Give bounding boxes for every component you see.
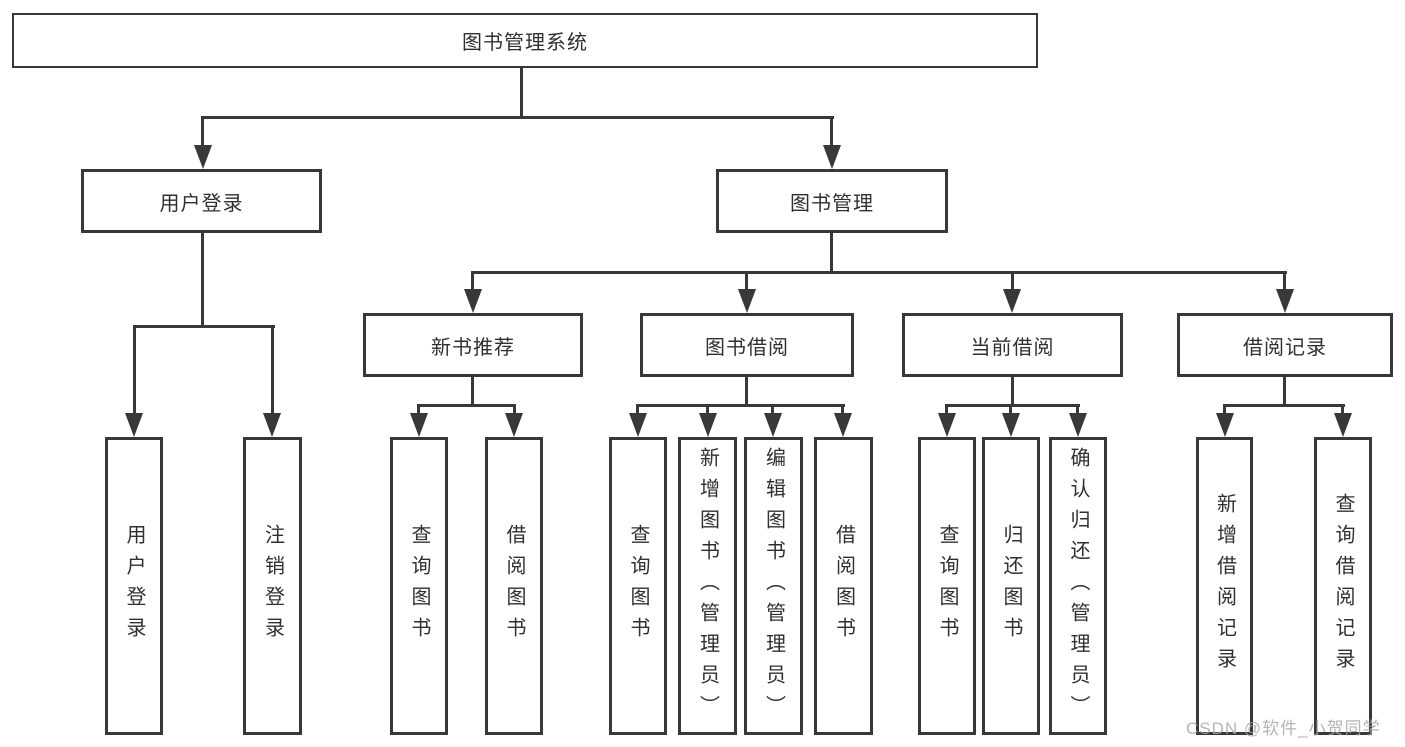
connector-line — [745, 271, 748, 293]
leaf-node-label: 新增借阅记录 — [1213, 493, 1236, 679]
arrow-down-icon — [764, 413, 782, 437]
leaf-node-return-books: 归还图书 — [982, 437, 1040, 735]
group-node-label: 借阅记录 — [1243, 336, 1327, 359]
connector-line — [636, 404, 845, 407]
connector-line — [1283, 271, 1286, 293]
arrow-down-icon — [410, 413, 428, 437]
branch-node-label: 用户登录 — [159, 192, 244, 215]
branch-node-user-login: 用户登录 — [81, 169, 322, 233]
group-node-book-borrowing: 图书借阅 — [640, 313, 854, 377]
leaf-node-edit-books-admin: 编辑图书（管理员） — [744, 437, 803, 735]
arrow-down-icon — [125, 413, 143, 437]
connector-line — [745, 377, 748, 407]
connector-line — [471, 271, 1287, 274]
arrow-down-icon — [1276, 289, 1294, 313]
connector-line — [417, 404, 420, 418]
connector-line — [201, 116, 204, 148]
leaf-node-add-borrow-record: 新增借阅记录 — [1196, 437, 1253, 735]
leaf-node-query-books-current: 查询图书 — [918, 437, 976, 735]
arrow-down-icon — [823, 145, 841, 169]
connector-line — [830, 116, 833, 148]
arrow-down-icon — [464, 289, 482, 313]
connector-line — [271, 325, 274, 417]
connector-line — [1223, 404, 1226, 418]
group-node-label: 新书推荐 — [431, 336, 515, 359]
arrow-down-icon — [1216, 413, 1234, 437]
arrow-down-icon — [1003, 289, 1021, 313]
root-node-library-management-system: 图书管理系统 — [12, 13, 1038, 68]
branch-node-book-management: 图书管理 — [716, 169, 948, 233]
leaf-node-label: 借阅图书 — [503, 524, 525, 648]
connector-line — [201, 232, 204, 328]
leaf-node-label: 归还图书 — [1000, 524, 1022, 648]
connector-line — [133, 325, 136, 417]
leaf-node-add-books-admin: 新增图书（管理员） — [678, 437, 737, 735]
branch-node-label: 图书管理 — [790, 192, 874, 215]
leaf-node-label: 查询图书 — [936, 524, 958, 648]
connector-line — [945, 404, 948, 418]
group-node-label: 当前借阅 — [970, 336, 1055, 359]
connector-line — [771, 404, 774, 418]
connector-line — [513, 404, 516, 418]
connector-line — [841, 404, 844, 418]
leaf-node-query-books-borrowing: 查询图书 — [609, 437, 667, 735]
connector-line — [945, 404, 1080, 407]
leaf-node-label: 注销登录 — [261, 524, 284, 648]
connector-line — [520, 66, 523, 119]
group-node-current-borrowing: 当前借阅 — [902, 313, 1123, 377]
connector-line — [1283, 377, 1286, 407]
connector-line — [1341, 404, 1344, 418]
leaf-node-label: 确认归还（管理员） — [1067, 446, 1089, 726]
leaf-node-label: 新增图书（管理员） — [696, 446, 719, 726]
leaf-node-borrow-books: 借阅图书 — [814, 437, 873, 735]
leaf-node-label: 编辑图书（管理员） — [762, 446, 785, 726]
connector-line — [471, 377, 474, 407]
group-node-borrowing-records: 借阅记录 — [1177, 313, 1393, 377]
leaf-node-query-borrow-record: 查询借阅记录 — [1314, 437, 1372, 735]
leaf-node-query-books-recommend: 查询图书 — [390, 437, 448, 735]
arrow-down-icon — [834, 413, 852, 437]
connector-line — [133, 325, 275, 328]
connector-line — [830, 232, 833, 274]
arrow-down-icon — [1069, 413, 1087, 437]
arrow-down-icon — [263, 413, 281, 437]
leaf-node-logout: 注销登录 — [243, 437, 302, 735]
arrow-down-icon — [194, 145, 212, 169]
connector-line — [1223, 404, 1345, 407]
group-node-new-book-recommend: 新书推荐 — [363, 313, 583, 377]
leaf-node-label: 用户登录 — [123, 524, 145, 648]
leaf-node-label: 查询借阅记录 — [1332, 493, 1354, 679]
connector-line — [1011, 377, 1014, 407]
connector-line — [417, 404, 516, 407]
arrow-down-icon — [505, 413, 523, 437]
leaf-node-borrow-books-recommend: 借阅图书 — [485, 437, 543, 735]
connector-line — [202, 116, 834, 119]
connector-line — [1076, 404, 1079, 418]
leaf-node-user-login: 用户登录 — [105, 437, 163, 735]
arrow-down-icon — [629, 413, 647, 437]
connector-line — [471, 271, 474, 293]
connector-line — [1011, 271, 1014, 293]
leaf-node-label: 查询图书 — [408, 524, 430, 648]
arrow-down-icon — [1002, 413, 1020, 437]
group-node-label: 图书借阅 — [705, 336, 789, 359]
arrow-down-icon — [699, 413, 717, 437]
leaf-node-label: 查询图书 — [627, 524, 649, 648]
arrow-down-icon — [1334, 413, 1352, 437]
connector-line — [706, 404, 709, 418]
arrow-down-icon — [738, 289, 756, 313]
csdn-watermark: CSDN @软件_小贺同学 — [1186, 719, 1381, 738]
arrow-down-icon — [938, 413, 956, 437]
leaf-node-confirm-return-admin: 确认归还（管理员） — [1049, 437, 1107, 735]
leaf-node-label: 借阅图书 — [832, 524, 855, 648]
connector-line — [1009, 404, 1012, 418]
root-node-label: 图书管理系统 — [462, 32, 588, 54]
connector-line — [636, 404, 639, 418]
